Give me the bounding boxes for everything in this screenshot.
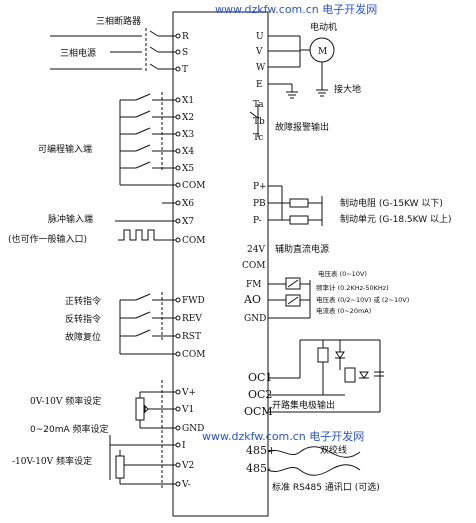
- meter-wiring: [268, 277, 311, 319]
- label-fault: 故障报警输出: [275, 121, 329, 133]
- label-programmable: 可编程输入端: [38, 143, 92, 155]
- terminal-R: R: [182, 32, 189, 42]
- watermark-top: www.dzkfw.com.cn 电子开发网: [215, 2, 377, 16]
- terminal-GND: GND: [182, 424, 204, 434]
- terminal-X6: X6: [182, 199, 194, 209]
- label-aux: 辅助直流电源: [275, 243, 329, 255]
- terminal-AO: AO: [243, 293, 261, 306]
- terminal-X4: X4: [182, 147, 194, 157]
- terminal-X1: X1: [182, 96, 194, 106]
- rs485-wiring: [267, 446, 361, 476]
- terminal-RST: RST: [182, 332, 201, 342]
- label-pm10v: -10V-10V 频率设定: [12, 455, 92, 467]
- label-0-20ma: 0~20mA 频率设定: [30, 423, 109, 435]
- label-freqmeter: 频率计 (0.2KHz-50KHz): [316, 283, 389, 292]
- terminal-OC1: OC1: [248, 371, 272, 384]
- label-voltmeter: 电压表 (0~10V): [318, 269, 367, 278]
- oc-output: [268, 339, 384, 413]
- terminal-E: E: [256, 80, 263, 90]
- label-rs485: 标准 RS485 通讯口 (可选): [272, 481, 380, 493]
- terminal-FM: FM: [246, 280, 261, 290]
- terminal-Vminus: V-: [181, 480, 191, 490]
- programmable-switches: [119, 92, 181, 206]
- terminal-FWD: FWD: [182, 296, 205, 306]
- terminal-COM1: COM: [182, 181, 205, 191]
- terminal-U: U: [256, 32, 264, 42]
- terminal-Pminus: P-: [253, 216, 262, 226]
- label-pulse2: (也可作一般输入口): [8, 233, 87, 245]
- terminal-REV: REV: [182, 314, 202, 324]
- inverter-body: [172, 11, 269, 517]
- analog-inputs: [109, 380, 181, 490]
- brake-wiring: [268, 185, 323, 226]
- terminal-S: S: [182, 48, 188, 58]
- terminal-PB: PB: [253, 199, 266, 209]
- terminal-COM-r: COM: [242, 261, 265, 271]
- terminal-COM2: COM: [182, 236, 205, 246]
- terminal-24V: 24V: [247, 245, 265, 255]
- label-fwd: 正转指令: [65, 295, 101, 307]
- terminal-V: V: [255, 47, 263, 57]
- terminal-485plus: 485+: [246, 444, 276, 457]
- label-pulse1: 脉冲输入端: [48, 213, 93, 225]
- label-twisted: 双绞线: [320, 444, 347, 456]
- fault-relay: [249, 104, 259, 137]
- terminal-Tc: Tc: [253, 133, 263, 143]
- terminal-W: W: [256, 63, 266, 73]
- label-three-phase: 三相电源: [60, 47, 96, 59]
- terminal-I: I: [182, 441, 186, 451]
- label-breaker: 三相断路器: [96, 15, 141, 27]
- label-rev: 反转指令: [65, 313, 101, 325]
- command-switches: [119, 292, 181, 357]
- terminal-OC2: OC2: [248, 388, 272, 401]
- label-voltmeter2: 电压表 (0/2~10V) 或 (2~10V): [316, 295, 409, 304]
- label-oc: 开路集电极输出: [272, 399, 335, 411]
- left-terminals: R S T X1 X2 X3 X4 X5 COM X6 X7 COM FWD R…: [181, 32, 205, 490]
- terminal-COM3: COM: [182, 350, 205, 360]
- terminal-OCM: OCM: [244, 405, 273, 418]
- terminal-Vplus: V+: [181, 388, 196, 398]
- terminal-Ta: Ta: [253, 100, 264, 110]
- motor-wiring: [268, 35, 335, 99]
- terminal-485minus: 485-: [246, 462, 271, 475]
- motor-symbol: M: [318, 47, 327, 57]
- terminal-V1: V1: [181, 405, 194, 415]
- breaker-lines: [50, 28, 181, 72]
- terminal-X5: X5: [182, 164, 194, 174]
- label-ground: 接大地: [334, 83, 361, 95]
- terminal-V2: V2: [181, 461, 194, 471]
- pulse-input: [115, 218, 181, 243]
- terminal-Tb: Tb: [253, 117, 265, 127]
- label-0-10v: 0V-10V 频率设定: [30, 395, 101, 407]
- terminal-X7: X7: [182, 217, 194, 227]
- terminal-X3: X3: [182, 130, 194, 140]
- label-reset: 故障复位: [65, 331, 101, 343]
- terminal-T: T: [182, 65, 188, 75]
- label-brake-unit: 制动单元 (G-18.5KW 以上): [340, 213, 452, 225]
- terminal-X2: X2: [182, 113, 194, 123]
- label-brake-res: 制动电阻 (G-15KW 以下): [340, 197, 443, 209]
- terminal-Pplus: P+: [253, 182, 267, 192]
- label-motor: 电动机: [310, 21, 337, 33]
- right-terminals: U V W E Ta Tb Tc P+ PB P- 24V COM FM AO …: [242, 32, 276, 475]
- label-ammeter: 电流表 (0~20mA): [316, 306, 371, 315]
- terminal-GND-r: GND: [244, 314, 266, 324]
- watermark-bottom: www.dzkfw.com.cn 电子开发网: [202, 429, 364, 443]
